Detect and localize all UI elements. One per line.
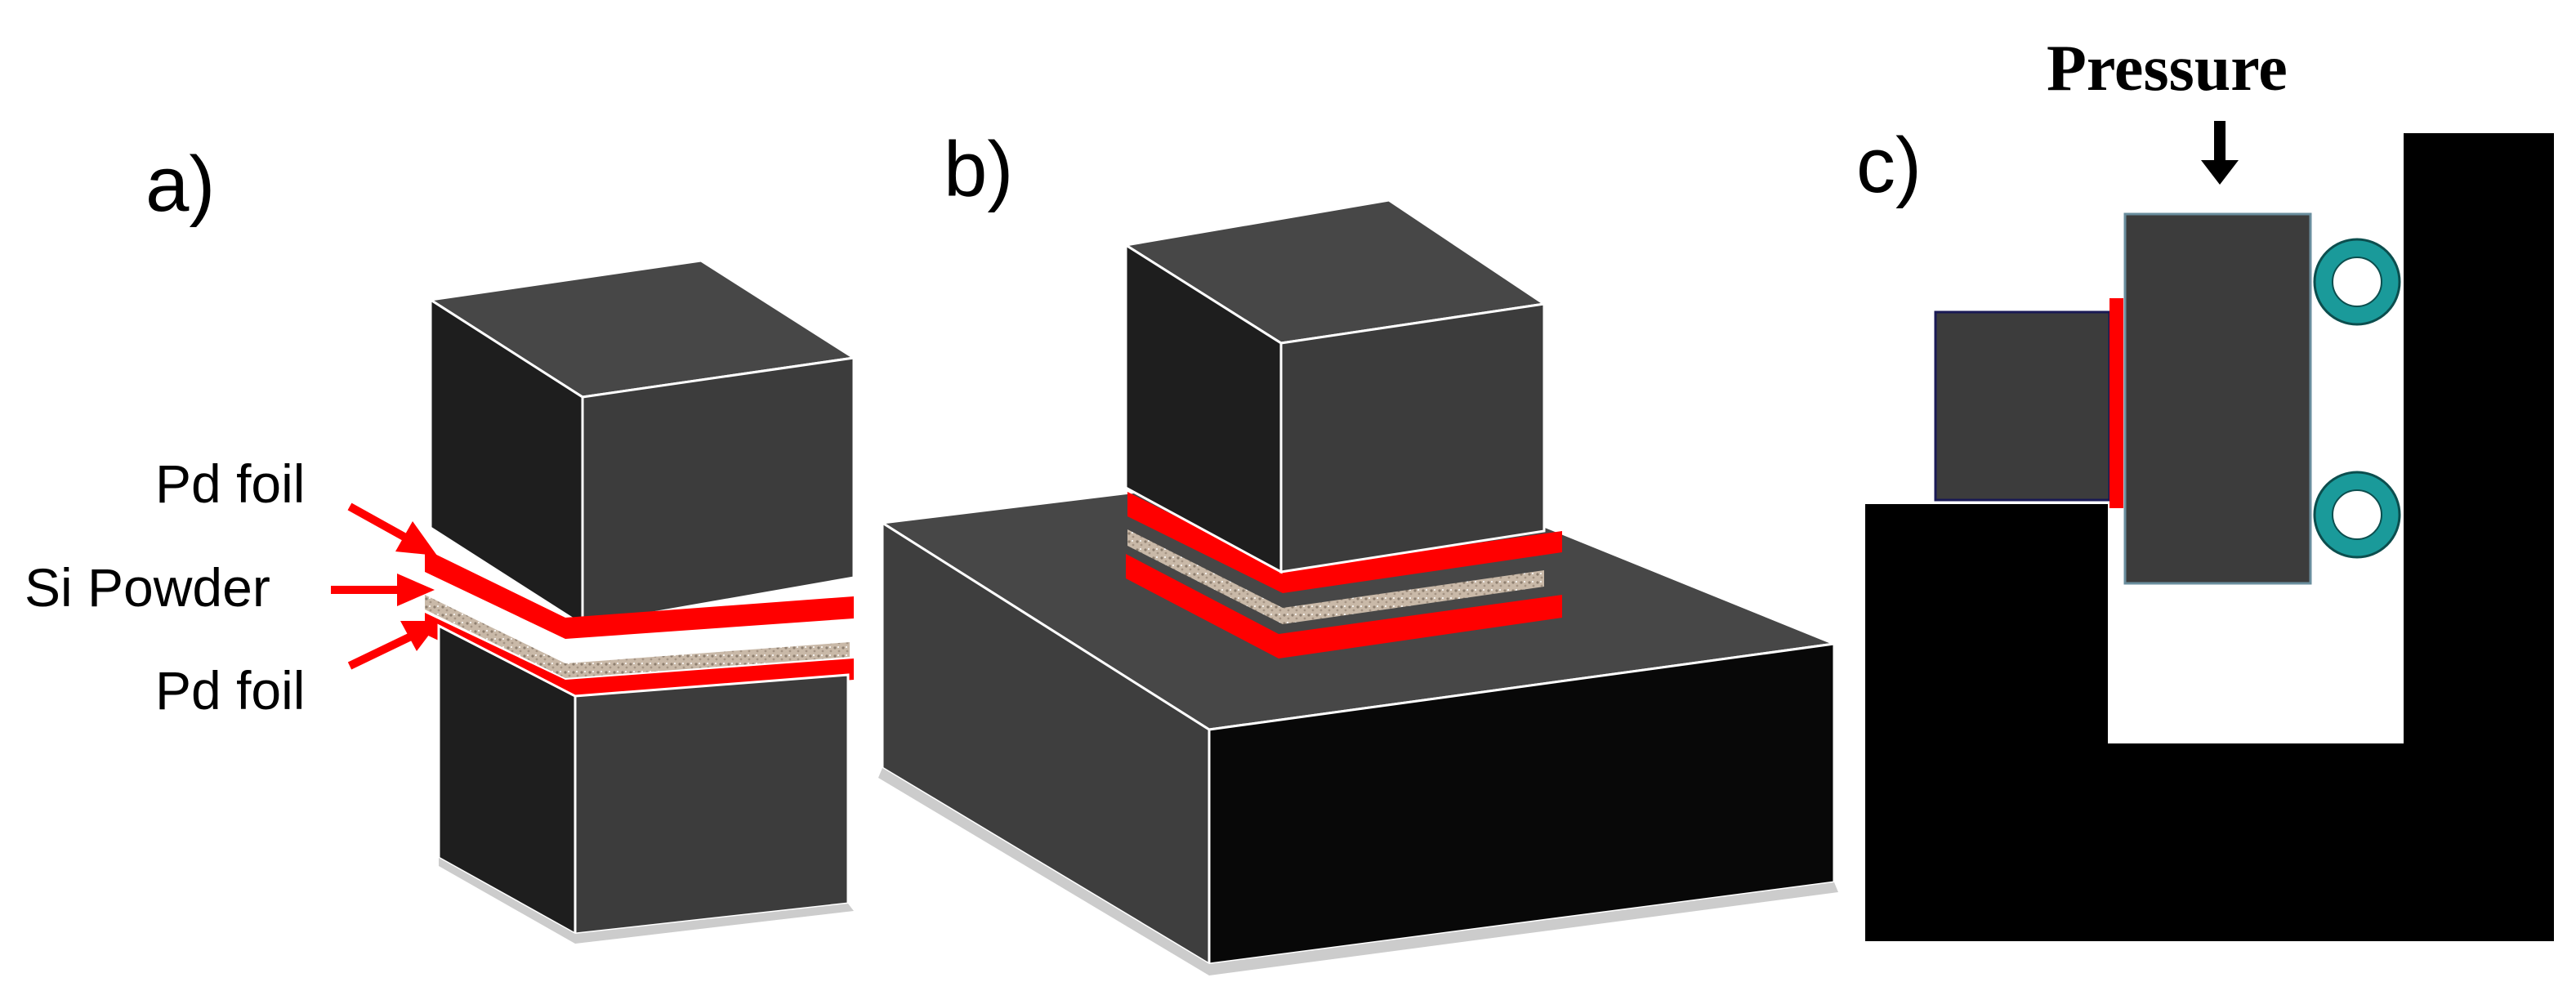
callout-pd-foil-top: Pd foil bbox=[155, 453, 305, 514]
panel-b-top-cube bbox=[1122, 199, 1548, 574]
panel-a-bottom-cube bbox=[437, 623, 854, 944]
panel-b-foil-stack bbox=[1126, 492, 1562, 658]
panel-c: c) Pressure bbox=[1856, 33, 2554, 941]
sample-block-left bbox=[1934, 310, 2111, 502]
pressure-arrow-shaft bbox=[2214, 121, 2226, 162]
bottom-cube-shadow bbox=[439, 858, 854, 944]
si-powder-layer bbox=[425, 595, 850, 678]
pressing-block bbox=[2123, 212, 2312, 585]
holder-frame bbox=[1865, 133, 2554, 941]
panel-a-top-cube bbox=[426, 259, 858, 627]
panel-a-label: a) bbox=[145, 141, 215, 228]
callout-arrows bbox=[331, 502, 440, 670]
panel-b-base-slab bbox=[878, 460, 1839, 975]
panel-b-label: b) bbox=[944, 126, 1013, 213]
b-pd-foil-bottom bbox=[1126, 554, 1562, 658]
roller-top bbox=[2313, 238, 2401, 326]
roller-bottom-inner bbox=[2332, 489, 2382, 540]
callout-pd-foil-bottom: Pd foil bbox=[155, 660, 305, 721]
bottom-cube-front-face bbox=[574, 673, 850, 935]
pd-foil-top bbox=[425, 549, 854, 639]
roller-bottom bbox=[2313, 471, 2401, 559]
panel-b: b) bbox=[878, 126, 1839, 975]
arrow-pd-bottom-shaft bbox=[347, 632, 415, 670]
arrow-pd-top-shaft bbox=[347, 502, 411, 543]
pd-foil-vertical bbox=[2109, 298, 2123, 508]
b-si-powder-layer bbox=[1127, 529, 1544, 624]
pressure-arrow bbox=[2201, 121, 2239, 185]
b-cube-front-face bbox=[1279, 302, 1546, 574]
roller-top-inner bbox=[2332, 257, 2382, 307]
arrow-pd-bottom-head bbox=[400, 621, 440, 651]
callout-si-powder: Si Powder bbox=[25, 557, 270, 618]
pressure-arrow-head bbox=[2201, 160, 2239, 185]
base-slab-shadow bbox=[878, 768, 1838, 975]
arrow-pd-top-head bbox=[395, 521, 437, 556]
arrow-si-head bbox=[397, 574, 435, 606]
pressure-label: Pressure bbox=[2047, 33, 2288, 105]
panel-c-label: c) bbox=[1856, 122, 1922, 209]
b-pd-foil-top bbox=[1127, 492, 1562, 593]
panel-a: a) Pd foil Si Powder Pd foil bbox=[25, 141, 858, 944]
top-cube-front-face bbox=[581, 356, 855, 627]
